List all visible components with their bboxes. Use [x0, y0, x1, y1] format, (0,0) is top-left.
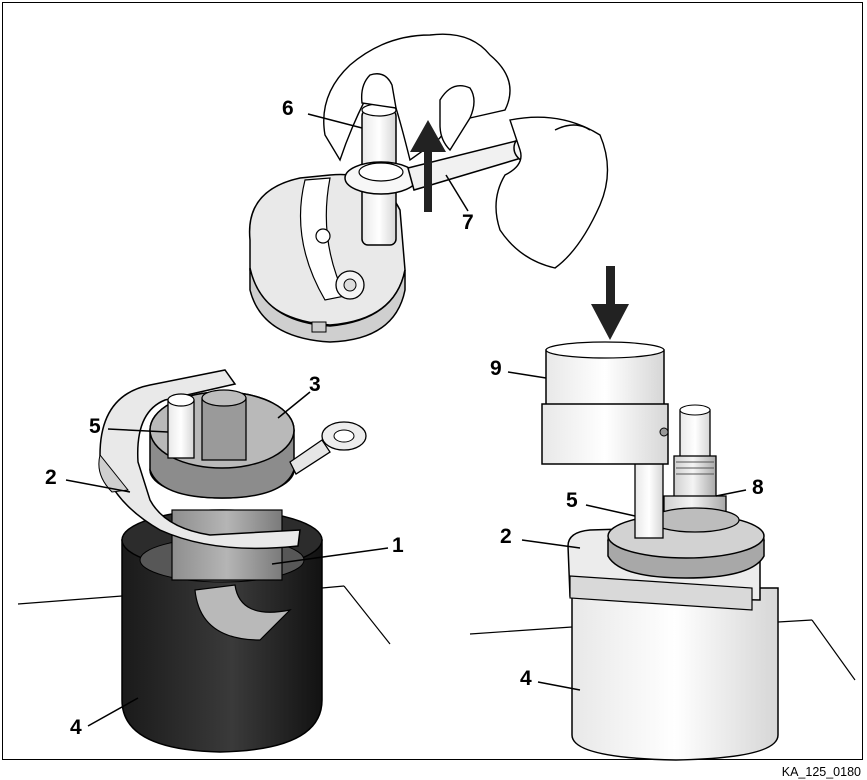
callout-left-5: 5: [89, 416, 101, 437]
right-assembly: [470, 342, 855, 760]
callout-left-2: 2: [45, 467, 57, 488]
figure-code: KA_125_0180: [782, 765, 861, 779]
callout-right-9: 9: [490, 358, 502, 379]
callout-left-3: 3: [309, 374, 321, 395]
callout-right-2: 2: [500, 526, 512, 547]
down-arrow: [591, 266, 629, 340]
callout-right-8: 8: [752, 477, 764, 498]
leader-right-9: [508, 372, 546, 378]
base-line-right-a: [470, 627, 572, 634]
top-assembly: [250, 34, 608, 342]
leader-right-5: [586, 505, 635, 516]
base-line-right-b: [778, 620, 812, 622]
press-tool-9: [542, 342, 668, 464]
callout-left-1: 1: [392, 535, 404, 556]
pin-5-left: [168, 390, 246, 460]
base-line-left-a: [18, 596, 122, 604]
left-assembly: [18, 370, 390, 752]
callout-left-4: 4: [70, 717, 82, 738]
callout-right-4: 4: [520, 668, 532, 689]
leader-7: [446, 175, 468, 211]
wrench-left: [290, 422, 366, 474]
support-4-white: [572, 588, 778, 760]
base-line-left-b: [322, 586, 344, 588]
callout-7: 7: [462, 212, 474, 233]
pin-5-right: [635, 462, 663, 538]
base-line-right-c: [812, 620, 855, 680]
callout-right-5: 5: [566, 490, 578, 511]
base-line-left-c: [344, 586, 390, 644]
leader-left-3: [278, 392, 310, 418]
leader-right-8: [716, 490, 746, 496]
callout-6: 6: [282, 98, 294, 119]
